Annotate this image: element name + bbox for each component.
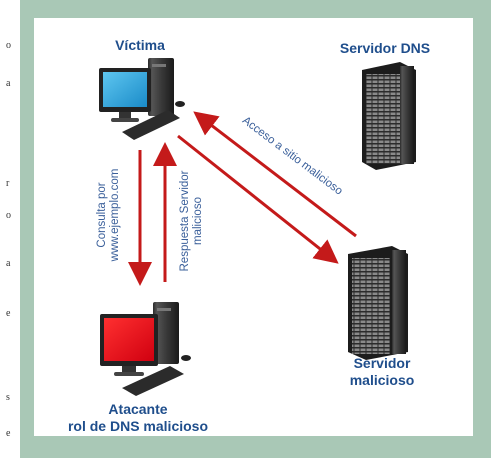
victim-label: Víctima (115, 37, 165, 53)
malicious-server-icon (348, 246, 408, 360)
attacker-label-line1: Atacante (108, 401, 168, 417)
attacker-computer-icon (100, 302, 191, 396)
page-edge-char: e (6, 428, 11, 439)
access-arrow (193, 111, 357, 238)
attacker-label-line2: rol de DNS malicioso (67, 418, 209, 434)
malicious-server-label-line2: malicioso (349, 372, 415, 388)
page-edge-char: a (6, 258, 11, 269)
response-label: Respuesta Servidor malicioso (179, 161, 205, 281)
query-label-line2: www.ejemplo.com (109, 168, 121, 262)
page-edge-char: o (6, 40, 11, 51)
malicious-server-label: Servidor malicioso (337, 355, 427, 389)
redirect-arrow (177, 134, 339, 264)
dns-server-icon (362, 62, 416, 170)
response-label-line1: Respuesta Servidor (179, 170, 191, 272)
query-label-line1: Consulta por (96, 182, 108, 248)
page-edge-char: r (6, 178, 10, 189)
page-edge-char: a (6, 78, 11, 89)
response-label-line2: malicioso (192, 197, 204, 245)
page-edge-char: s (6, 392, 10, 403)
page-edge-char: o (6, 210, 11, 221)
query-label: Consulta por www.ejemplo.com (96, 155, 122, 275)
page-edge-char: e (6, 308, 11, 319)
dns-server-label: Servidor DNS (339, 40, 431, 56)
attacker-label: Atacante rol de DNS malicioso (48, 401, 228, 435)
victim-computer-icon (99, 58, 185, 140)
malicious-server-label-line1: Servidor (353, 355, 411, 371)
